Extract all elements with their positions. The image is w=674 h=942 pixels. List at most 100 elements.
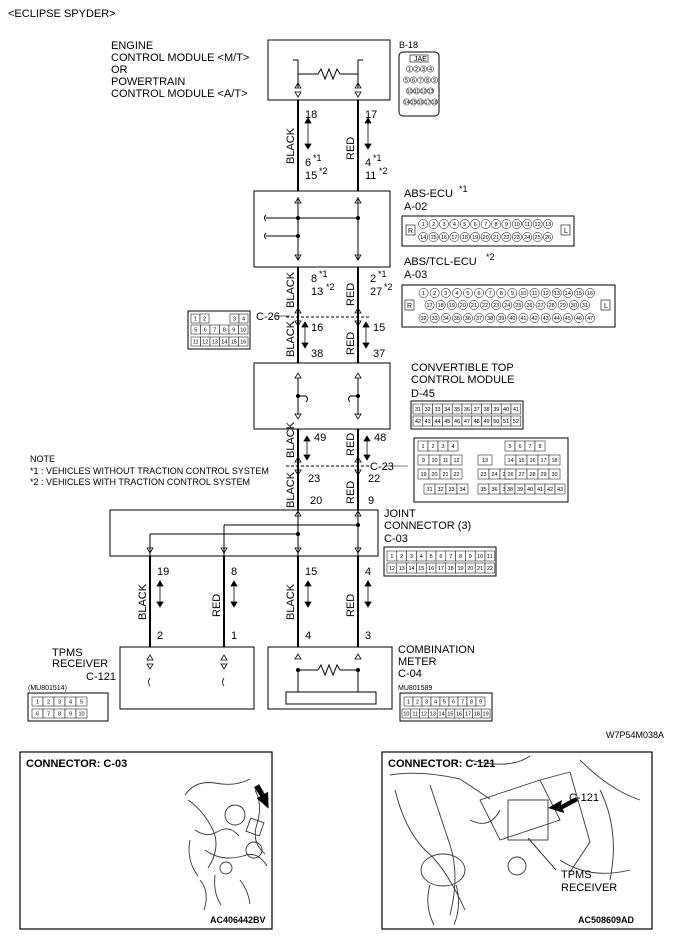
wire-color-black-7: BLACK (285, 583, 297, 620)
a02-pin-16-cell (439, 232, 449, 242)
c26-pin-16-cell (238, 336, 249, 347)
a03-pin-15-cell (574, 288, 584, 298)
a03-pin-23-cell (491, 300, 501, 310)
note-ref-2b: *2 (379, 166, 388, 176)
a03-pin-13-cell (551, 288, 562, 298)
c23-pin-right-in: 48 (374, 432, 386, 444)
a03-pin-23: 23 (493, 303, 499, 309)
c23-pin-39: 39 (517, 487, 523, 493)
d45-pin-52: 52 (513, 419, 519, 425)
a02-pin-26-cell (543, 232, 553, 242)
b18-pin-3-cell (420, 65, 427, 73)
d45-pin-48: 48 (474, 419, 480, 425)
c121-pin-6: 6 (36, 712, 39, 718)
wire-color-red-4: RED (345, 433, 357, 456)
a02-pin-4-cell (449, 219, 460, 229)
b18-pin-15-cell (410, 98, 417, 106)
c26-terminals (294, 307, 362, 327)
a02-pin-8-cell (491, 219, 501, 229)
a03-pin-9-cell (507, 288, 518, 298)
a03-pin-12-cell (540, 288, 551, 298)
wire-engine-to-abs (297, 100, 359, 191)
c26-pin-16: 16 (240, 340, 246, 346)
c03-pin-21: 21 (477, 566, 483, 572)
a03-pin-29: 29 (560, 303, 566, 309)
a03-pin-12: 12 (543, 291, 549, 297)
a03-tag-left-box (404, 299, 415, 311)
c03-pin-15: 15 (418, 566, 424, 572)
a03-pin-5-cell (463, 288, 473, 298)
a03-pin-14: 14 (565, 291, 571, 297)
c03-pin-4: 4 (420, 554, 423, 560)
b18-pin-1-cell (406, 65, 413, 73)
a03-pin-32: 32 (420, 316, 426, 322)
c04-pin-18: 18 (474, 712, 480, 718)
a03-pin-35-cell (452, 313, 462, 323)
c23-connector-id: C-23 (370, 461, 394, 473)
wire-color-black-3: BLACK (285, 320, 297, 357)
wire-color-red-6: RED (211, 594, 223, 617)
a03-pin-28: 28 (549, 303, 555, 309)
d45-pin-41: 41 (513, 407, 519, 413)
d45-pin-39: 39 (493, 407, 499, 413)
a03-pin-3: 3 (444, 291, 447, 297)
engine-label-line4: POWERTRAIN (111, 76, 185, 88)
note-ref-1b: *1 (373, 153, 382, 163)
a02-pin-3: 3 (442, 222, 445, 228)
engine-label-line1: ENGINE (111, 40, 153, 52)
c23-pin-11: 11 (443, 458, 449, 464)
top-label-line2: CONTROL MODULE (411, 374, 515, 386)
a03-pin-24: 24 (504, 303, 510, 309)
c03-pin-22: 22 (487, 566, 493, 572)
d45-pin-38: 38 (483, 407, 489, 413)
a02-pin-22-cell (501, 232, 512, 242)
c23-pin-34: 34 (459, 487, 465, 493)
note-ref-1d: *1 (378, 269, 387, 279)
a03-pin-34: 34 (443, 316, 449, 322)
a02-pin-19: 19 (472, 235, 478, 241)
a03-pin-9: 9 (511, 291, 514, 297)
abs-tcl-ecu-note: *2 (486, 252, 495, 262)
d45-pin-45: 45 (444, 419, 450, 425)
c04-pin-16: 16 (456, 712, 462, 718)
joint-label-line2: CONNECTOR (3) (384, 520, 471, 532)
c121-location-arrow (548, 797, 578, 813)
a03-pin-37-cell (474, 313, 484, 323)
c04-pin-17: 17 (465, 712, 471, 718)
c03-pin-3: 3 (410, 554, 413, 560)
c23-pin-33: 33 (448, 487, 454, 493)
photo-c121-callout: C-121 (569, 792, 599, 804)
top-label-line1: CONVERTIBLE TOP (411, 362, 514, 374)
photo-c121-code: AC508609AD (578, 915, 635, 925)
a03-pin-41-cell (518, 313, 529, 323)
engine-label-line3: OR (111, 64, 128, 76)
a02-pin-16: 16 (441, 235, 447, 241)
engine-pin-right: 17 (365, 109, 377, 121)
a03-pin-42-cell (529, 313, 540, 323)
note-ref-1a: *1 (313, 153, 322, 163)
c23-pin-43: 43 (557, 487, 563, 493)
c121-pin-5-cell (75, 696, 88, 707)
a03-pin-4: 4 (455, 291, 458, 297)
engine-module-box (267, 39, 391, 101)
c23-pin-29: 29 (540, 472, 546, 478)
a02-pin-7-cell (480, 219, 491, 229)
c23-pin-13: 13 (482, 458, 488, 464)
wire-color-red-2: RED (345, 283, 357, 306)
c26-pin-left-in: 16 (311, 322, 323, 334)
c121-pin-10-cell (75, 708, 88, 719)
c26-pin-14: 14 (221, 340, 227, 346)
b18-pin-9: 9 (433, 78, 436, 84)
a03-pin-21-cell (469, 300, 479, 310)
abs-ecu-note: *1 (459, 184, 468, 194)
a03-pin-16-cell (585, 288, 595, 298)
b18-pin-1: 1 (408, 67, 411, 73)
wire-color-red-3: RED (345, 332, 357, 355)
c04-pin-1: 1 (407, 700, 410, 706)
abs-tcl-ecu-label: ABS/TCL-ECU (404, 256, 477, 268)
d45-pin-35: 35 (454, 407, 460, 413)
c26-pin-left-out: 38 (311, 348, 323, 360)
